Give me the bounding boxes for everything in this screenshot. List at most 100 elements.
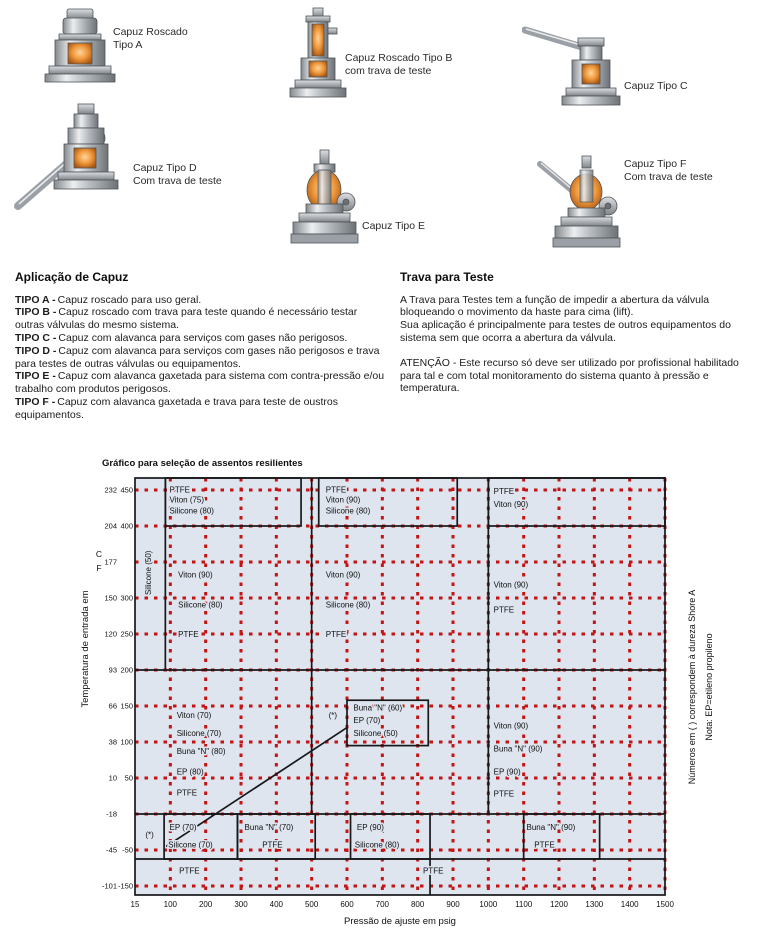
tipo-b-item: TIPO B -Capuz roscado com trava para tes… bbox=[15, 306, 387, 332]
valve-type-d-illustration bbox=[12, 92, 136, 219]
tipo-d-item: TIPO D -Capuz com alavanca para serviços… bbox=[15, 345, 387, 371]
trava-warning-paragraph: ATENÇÃO - Este recurso só deve ser utili… bbox=[400, 356, 739, 395]
region-label: EP (70) bbox=[170, 823, 197, 832]
y-tick-f: 300 bbox=[120, 594, 133, 603]
tipo-c-label: TIPO C - bbox=[15, 332, 57, 345]
valve-b-drawing bbox=[289, 7, 347, 98]
valve-f-drawing bbox=[537, 155, 621, 248]
region-label: Viton (90) bbox=[326, 570, 361, 579]
tipo-a-item: TIPO A -Capuz roscado para uso geral. bbox=[15, 294, 387, 307]
valve-type-b-illustration bbox=[286, 6, 350, 113]
x-axis-title: Pressão de ajuste em psig bbox=[344, 916, 456, 927]
y-tick-f: 450 bbox=[120, 486, 133, 495]
valve-type-a-illustration bbox=[40, 6, 120, 93]
chart-note-shore: Números em ( ) correspondem à dureza Sho… bbox=[687, 590, 697, 785]
region-label: Viton (90) bbox=[494, 581, 529, 590]
test-lock-section: Trava para Teste A Trava para Testes tem… bbox=[400, 270, 752, 395]
region-label: EP (80) bbox=[177, 768, 204, 777]
y-tick-c: -18 bbox=[106, 810, 117, 819]
y-axis-unit-c: C bbox=[96, 549, 102, 559]
region-label: EP (90) bbox=[357, 823, 384, 832]
region-label: Silicone (80) bbox=[178, 601, 223, 610]
valve-e-label-line1: Capuz Tipo E bbox=[362, 220, 426, 232]
y-tick-f: -150 bbox=[118, 882, 133, 891]
region-label: Viton (90) bbox=[178, 570, 213, 579]
y-tick-c: 120 bbox=[104, 630, 117, 639]
plot-area bbox=[135, 478, 665, 895]
trava-section-title: Trava para Teste bbox=[400, 270, 494, 284]
y-tick-c: 204 bbox=[104, 522, 117, 531]
region-label: PTFE bbox=[178, 630, 198, 639]
region-label: EP (70) bbox=[353, 716, 380, 725]
region-label: EP (90) bbox=[494, 768, 521, 777]
y-tick-c: 66 bbox=[109, 702, 117, 711]
x-tick: 300 bbox=[234, 900, 248, 909]
y-tick-f: 200 bbox=[120, 666, 133, 675]
region-label: Viton (75) bbox=[170, 496, 205, 505]
region-label: Viton (90) bbox=[494, 500, 529, 509]
x-tick: 1200 bbox=[550, 900, 568, 909]
y-tick-c: 38 bbox=[109, 738, 117, 747]
y-tick-f: 250 bbox=[120, 630, 133, 639]
valve-c-label-line1: Capuz Tipo C bbox=[624, 80, 688, 92]
tipo-c-text: Capuz com alavanca para serviços com gas… bbox=[58, 332, 348, 345]
y-tick-f: 150 bbox=[120, 702, 133, 711]
tipo-c-item: TIPO C -Capuz com alavanca para serviços… bbox=[15, 332, 387, 345]
valve-type-e-label: Capuz Tipo E bbox=[362, 220, 425, 233]
region-label: Buna "N" (80) bbox=[177, 747, 226, 756]
x-tick: 800 bbox=[411, 900, 425, 909]
x-tick: 900 bbox=[446, 900, 460, 909]
valve-a-label-line2: Tipo A bbox=[113, 39, 143, 52]
y-tick-c: 10 bbox=[109, 774, 117, 783]
chart-title: Gráfico para seleção de assentos resilie… bbox=[102, 458, 303, 469]
x-tick: 1000 bbox=[479, 900, 497, 909]
region-label: PTFE bbox=[170, 486, 190, 495]
x-tick: 1400 bbox=[621, 900, 639, 909]
valve-type-c-label: Capuz Tipo C bbox=[624, 80, 688, 93]
valve-type-f-illustration bbox=[536, 150, 634, 271]
region-label: PTFE bbox=[177, 789, 197, 798]
y-tick-c: 93 bbox=[109, 666, 117, 675]
tipo-f-text: Capuz com alavanca gaxetada e trava para… bbox=[15, 396, 339, 421]
valve-b-label-line1: Capuz Roscado Tipo B bbox=[345, 52, 453, 64]
tipo-e-item: TIPO E -Capuz com alavanca gaxetada para… bbox=[15, 370, 387, 396]
region-label: PTFE bbox=[494, 606, 514, 615]
tipo-e-text: Capuz com alavanca gaxetada para sistema… bbox=[15, 370, 385, 396]
tipo-d-label: TIPO D - bbox=[15, 344, 57, 357]
valve-e-drawing bbox=[290, 149, 359, 244]
region-label: PTFE bbox=[326, 486, 346, 495]
tipo-d-text: Capuz com alavanca para serviços com gas… bbox=[15, 344, 380, 370]
region-label: Silicone (80) bbox=[355, 840, 400, 849]
valve-type-b-label: Capuz Roscado Tipo B com trava de teste bbox=[345, 52, 452, 78]
region-label: (*) bbox=[329, 711, 338, 720]
tipo-a-text: Capuz roscado para uso geral. bbox=[57, 293, 202, 306]
region-label: Silicone (80) bbox=[170, 506, 215, 515]
region-label: PTFE bbox=[494, 789, 514, 798]
tipo-b-text: Capuz roscado com trava para teste quand… bbox=[15, 306, 358, 332]
trava-paragraph-1: A Trava para Testes tem a função de impe… bbox=[400, 293, 710, 319]
region-label: Silicone (70) bbox=[168, 840, 213, 849]
region-label: Buna "N" (90) bbox=[526, 823, 575, 832]
region-label: PTFE bbox=[262, 840, 282, 849]
tipo-e-label: TIPO E - bbox=[15, 370, 56, 383]
valve-type-c-illustration bbox=[521, 8, 630, 125]
x-tick: 1500 bbox=[656, 900, 674, 909]
valve-c-drawing bbox=[521, 26, 621, 106]
valve-type-a-label: Capuz Roscado Tipo A bbox=[113, 26, 188, 52]
tipo-f-label: TIPO F - bbox=[15, 396, 56, 408]
y-tick-c: 150 bbox=[104, 594, 117, 603]
region-label: Silicone (80) bbox=[326, 506, 371, 515]
valve-d-label-line1: Capuz Tipo D bbox=[133, 162, 197, 174]
y-tick-f: 100 bbox=[120, 738, 133, 747]
x-tick: 200 bbox=[199, 900, 213, 909]
region-label: Buna "N" (70) bbox=[245, 823, 294, 832]
region-boundaries bbox=[134, 477, 666, 896]
region-label: Silicone (70) bbox=[177, 729, 222, 738]
capuz-application-section: Aplicação de Capuz TIPO A -Capuz roscado… bbox=[15, 270, 387, 422]
x-tick: 1300 bbox=[585, 900, 603, 909]
region-label: Silicone (50) bbox=[353, 729, 398, 738]
region-label: Viton (70) bbox=[177, 711, 212, 720]
